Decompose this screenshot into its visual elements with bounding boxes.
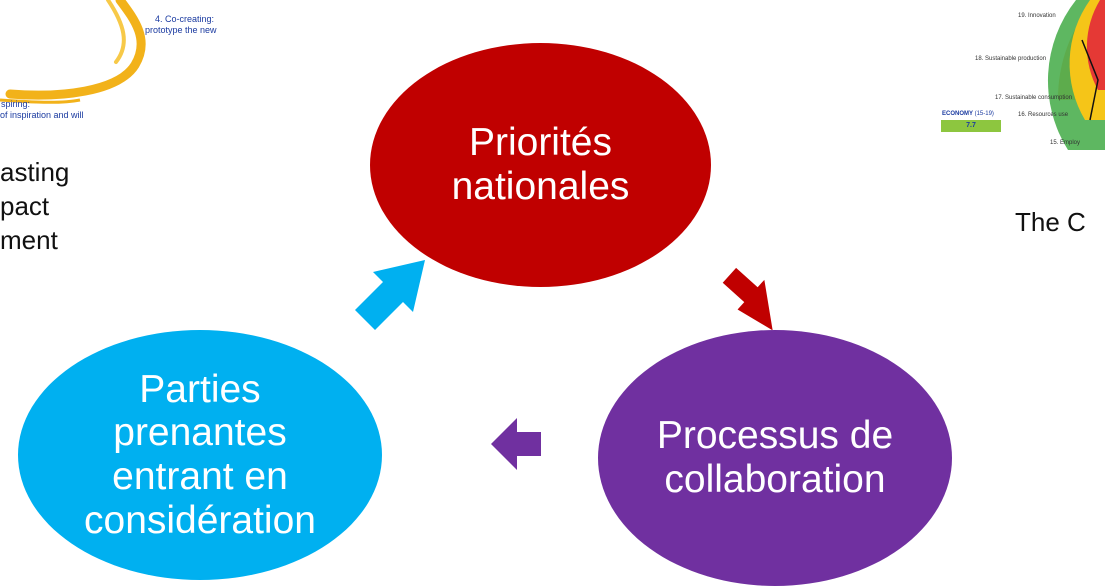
step4-label-line2: prototype the new [145,25,217,35]
top-left-image-fragment: 4. Co-creating: prototype the new spirin… [0,0,225,135]
label-sustainable-production: 18. Sustainable production [975,56,1047,62]
node-parties-prenantes: Parties prenantes entrant en considérati… [18,330,382,580]
arrow-right-to-left [491,418,541,470]
label-resources-use: 16. Resources use [1018,112,1069,118]
node-label-line: entrant en [112,455,288,498]
node-label-line: considération [84,498,316,542]
economy-range: (15-19) [974,111,994,117]
label-employ: 15. Employ [1050,140,1081,146]
node-label-line: Priorités [468,121,613,165]
node-label-line: collaboration [664,458,886,501]
label-innovation: 19. Innovation [1018,13,1056,19]
swirl-graphic [0,0,146,104]
node-priorites-nationales: Priorités nationales [370,43,711,287]
arrow-shape-red [722,267,773,330]
right-caption-fragment: The C [1015,207,1086,237]
node-label-line: nationales [451,165,630,208]
node-label-line: Processus de [656,414,894,458]
left-cutoff-line: ment [0,225,58,255]
node-label-line: prenantes [113,411,287,455]
arrow-shape-purple [491,418,541,470]
step4-label-line1: 4. Co-creating: [155,14,215,24]
node-processus-de-collaboration: Processus de collaboration [598,330,952,586]
economy-title: ECONOMY [942,111,973,117]
arrow-shape-blue [355,260,425,330]
radar-ring-graphic [1047,0,1105,150]
left-cutoff-line: asting [0,157,70,187]
arrow-top-to-right [722,267,773,330]
label-economy: ECONOMY (15-19) [942,111,994,117]
node-label-line: Parties [139,367,261,411]
top-right-image-fragment: 19. Innovation 18. Sustainable productio… [940,0,1105,180]
step5-label-line1: spiring: [1,99,31,109]
label-sustainable-consumption: 17. Sustainable consumption [995,95,1073,101]
step5-label-line2: of inspiration and will [0,110,84,120]
left-cutoff-line: pact [0,191,50,221]
economy-score-box: 7.7 [941,120,1001,132]
left-cutoff-text: asting pact ment [0,155,69,257]
arrow-left-to-top [355,260,425,330]
